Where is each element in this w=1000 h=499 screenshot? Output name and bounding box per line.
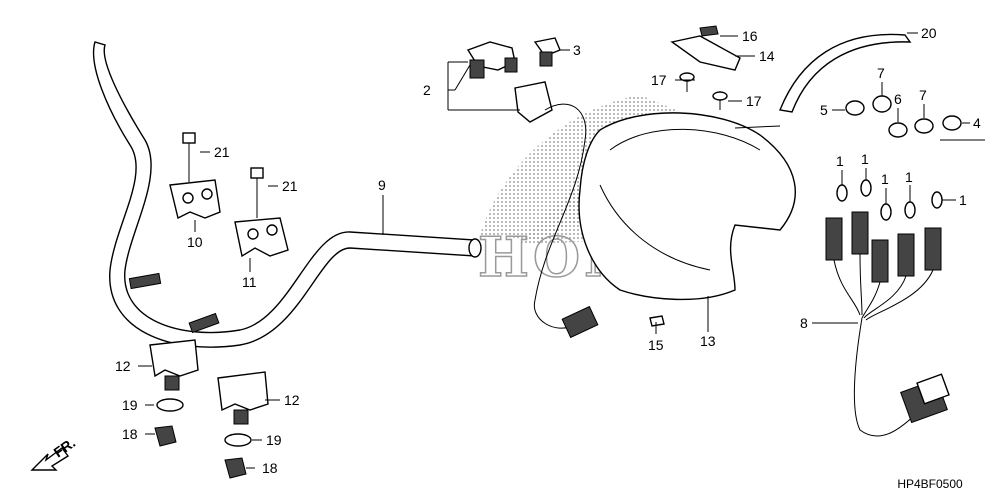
callout-16: 16 [742,28,758,44]
leader-lines [138,32,970,469]
callout-9: 9 [378,177,386,193]
callout-6: 6 [894,91,902,107]
meter-cover [578,112,796,301]
callout-21: 21 [214,144,230,160]
grommet-15 [649,315,665,327]
trim-14 [670,35,741,71]
grommet-7-b [914,118,934,134]
callout-1: 1 [881,171,889,187]
nut-18-b [224,457,247,479]
callout-13: 13 [700,333,716,349]
washer-19-a [156,398,184,412]
callout-11: 11 [242,274,257,290]
grommet-7-a [872,95,892,113]
callout-17: 17 [746,93,762,109]
callout-19: 19 [266,432,282,448]
grommet-6 [888,122,908,138]
ignition-switch [466,41,599,339]
callout-10: 10 [187,234,203,250]
callout-1: 1 [861,151,869,167]
screw-17-a [679,72,695,92]
callout-21: 21 [282,178,298,194]
callout-19: 19 [122,397,138,413]
front-direction-arrow: FR. [30,434,78,471]
cable-20 [779,33,912,113]
cap-3 [533,37,561,67]
callout-12: 12 [115,358,131,374]
callout-1: 1 [905,169,913,185]
callout-7: 7 [919,87,927,103]
callout-12: 12 [284,392,300,408]
bulbs [836,179,943,221]
holder-lower-12-a [149,339,199,391]
grommet-5 [845,100,865,116]
grommet-4 [942,115,962,131]
wire-harness [825,211,950,437]
diagram-code: HP4BF0500 [897,477,963,491]
handlebar [93,41,482,348]
callout-5: 5 [820,102,828,118]
bolt-21-a [182,132,196,182]
bolt-21-b [250,167,264,218]
screw-17-b [712,91,728,110]
holder-upper-10 [169,179,221,220]
callout-4: 4 [973,115,981,131]
callout-3: 3 [573,42,581,58]
callout-18: 18 [122,426,138,442]
nut-18-a [154,425,177,447]
callout-2: 2 [423,82,431,98]
callout-17: 17 [651,72,667,88]
callout-20: 20 [921,25,937,41]
callouts: 1 1 1 1 1 2 3 4 5 6 7 7 8 9 10 11 12 12 … [115,25,981,476]
callout-8: 8 [800,315,808,331]
holder-lower-12-b [217,371,269,425]
clip-16 [699,25,719,37]
callout-1: 1 [959,192,967,208]
washer-19-b [224,433,252,447]
holder-upper-11 [234,217,289,258]
callout-14: 14 [759,48,775,64]
callout-15: 15 [648,337,664,353]
callout-18: 18 [262,460,278,476]
callout-1: 1 [836,153,844,169]
callout-7: 7 [877,65,885,81]
